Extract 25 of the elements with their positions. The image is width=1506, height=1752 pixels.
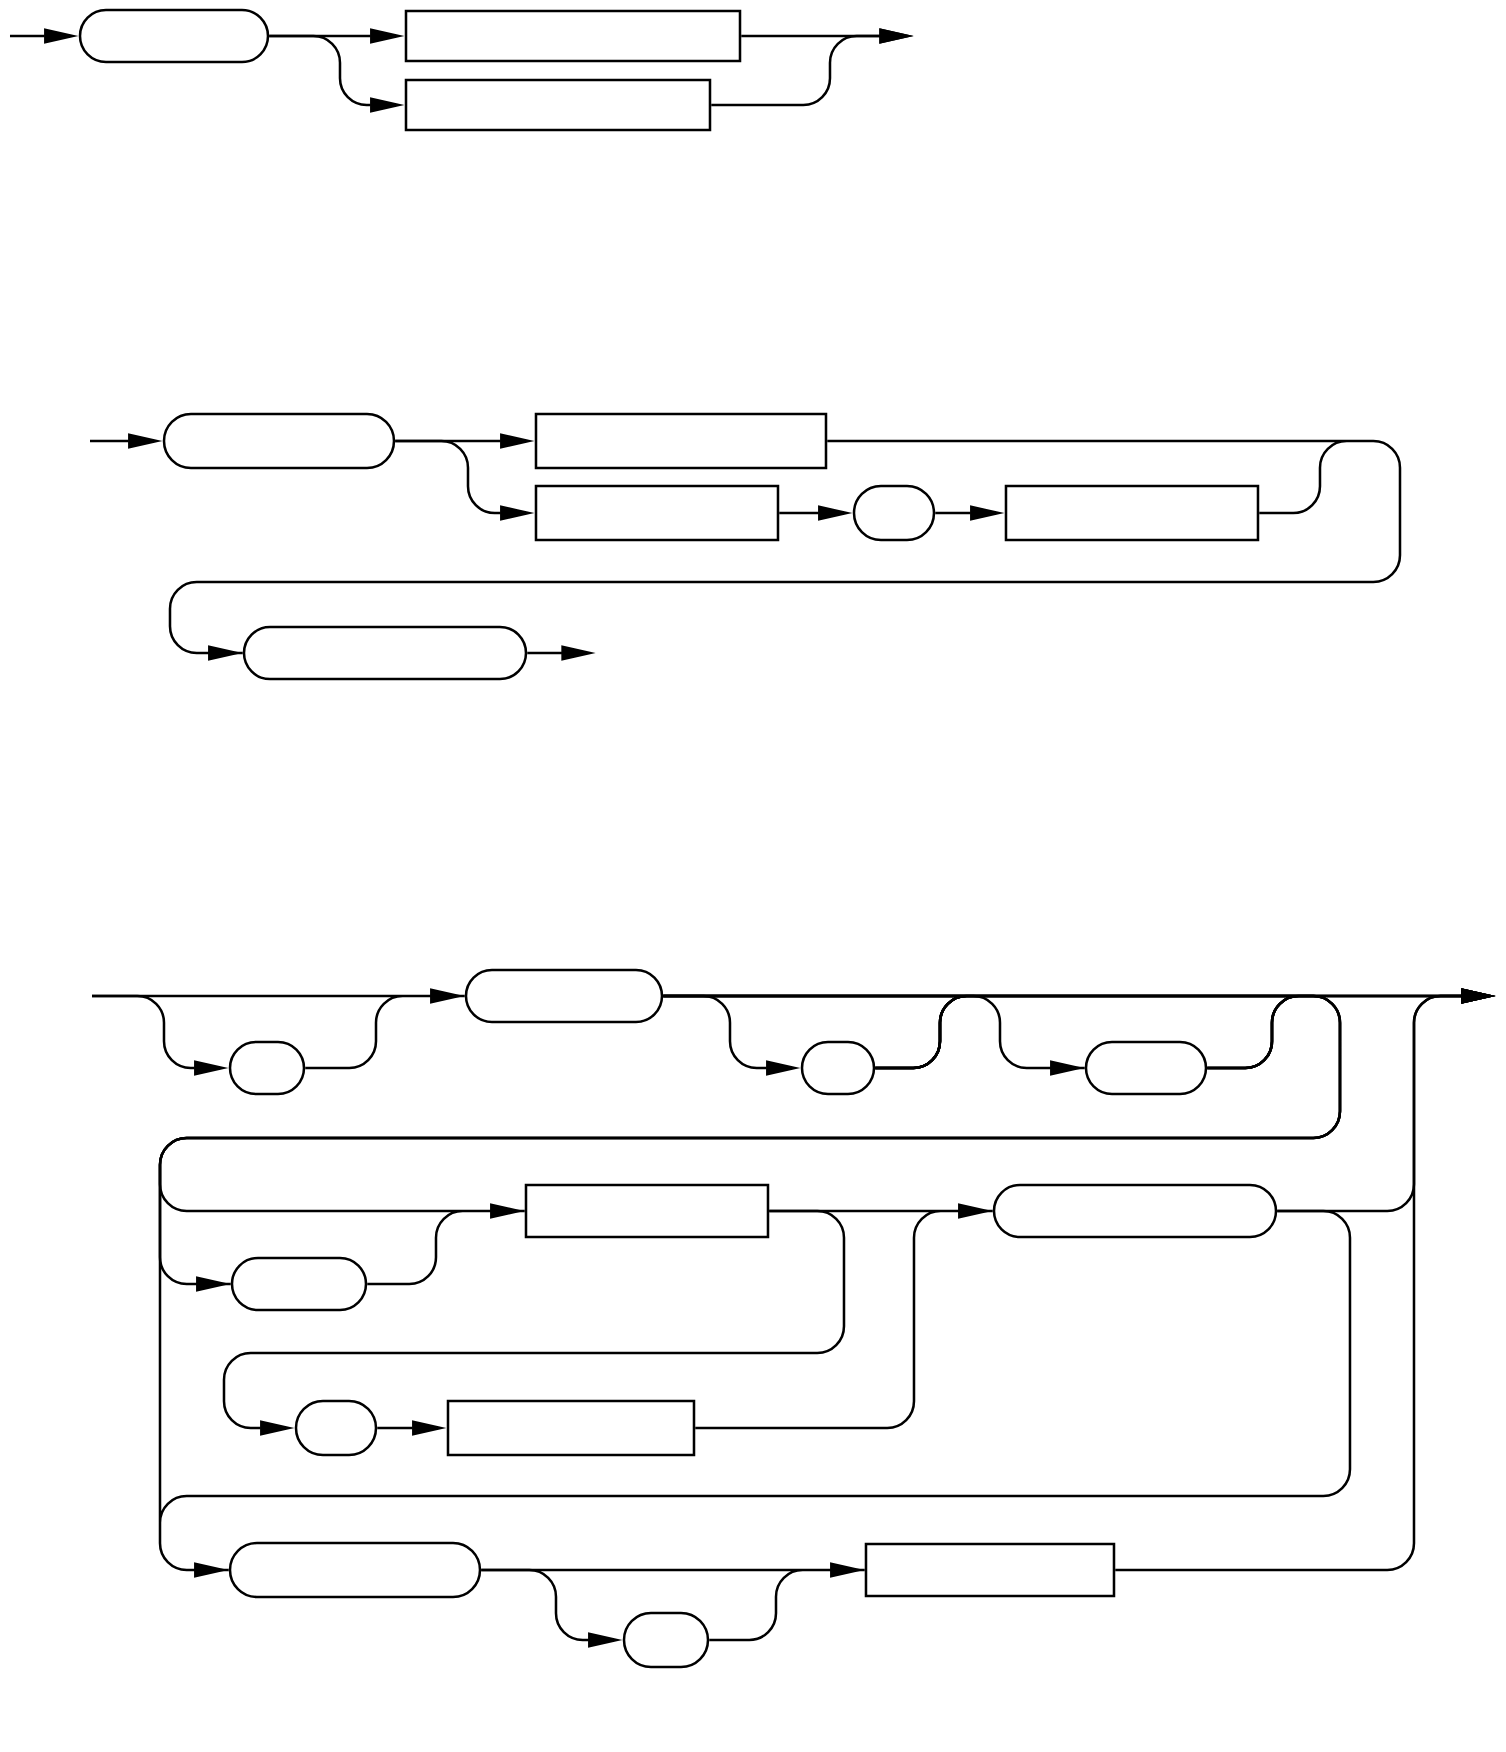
rectangle-box <box>404 78 712 132</box>
rounded-box <box>294 1399 378 1457</box>
rectangle-box <box>446 1399 696 1457</box>
rounded-box <box>78 8 270 64</box>
arrow <box>90 988 466 1070</box>
rounded-box <box>230 1256 368 1312</box>
rectangle-box <box>534 484 780 542</box>
arrow <box>168 439 1402 661</box>
rectangle-box <box>864 1542 1116 1598</box>
rounded-box <box>228 1040 306 1096</box>
rounded-box <box>1084 1040 1208 1096</box>
arrow <box>222 1209 846 1436</box>
rounded-box <box>464 968 664 1024</box>
rounded-box <box>852 484 936 542</box>
rounded-box <box>162 412 396 470</box>
rounded-box <box>622 1611 710 1669</box>
rectangle-box <box>1004 484 1260 542</box>
rounded-box <box>800 1040 876 1096</box>
rounded-box <box>228 1541 482 1599</box>
rectangle-box <box>404 9 742 63</box>
rounded-box <box>992 1183 1278 1239</box>
arrow <box>158 994 1352 1578</box>
arrow <box>694 1203 994 1430</box>
rectangle-box <box>534 412 828 470</box>
rectangle-box <box>524 1183 770 1239</box>
